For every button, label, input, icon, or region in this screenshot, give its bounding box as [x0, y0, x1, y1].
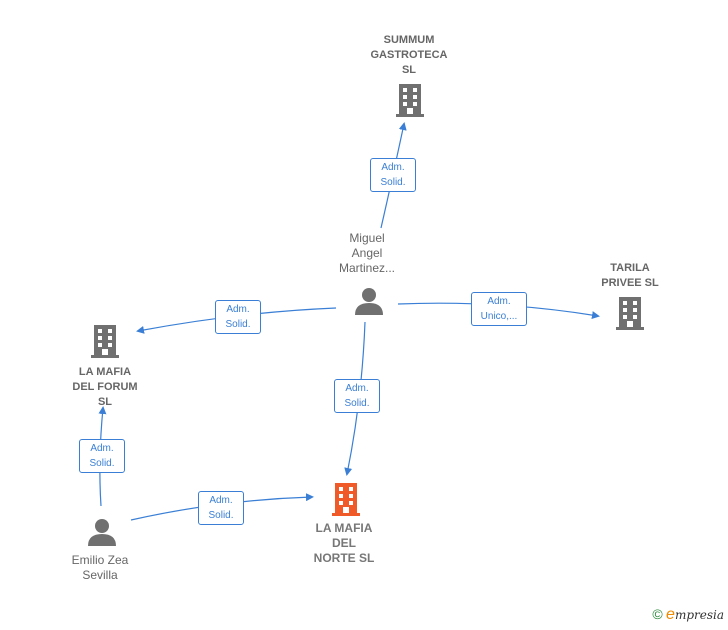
edge-label-miguel-summum[interactable]: Adm. Solid.	[370, 158, 416, 192]
company-label-tarila[interactable]: TARILA PRIVEE SL	[601, 262, 659, 289]
copyright-symbol: ©	[652, 606, 663, 622]
person-icon[interactable]	[88, 519, 116, 546]
building-icon[interactable]	[91, 325, 119, 358]
person-icon[interactable]	[355, 288, 383, 315]
building-icon[interactable]	[616, 297, 644, 330]
edge-label-emilio-norte[interactable]: Adm. Solid.	[198, 491, 244, 525]
company-label-summum[interactable]: SUMMUM GASTROTECA SL	[370, 34, 448, 76]
edge-label-miguel-norte[interactable]: Adm. Solid.	[334, 379, 380, 413]
brand-logo-initial: e	[666, 606, 675, 623]
building-icon-main[interactable]	[332, 483, 360, 516]
company-label-forum[interactable]: LA MAFIA DEL FORUM SL	[72, 366, 138, 408]
building-icon[interactable]	[396, 84, 424, 117]
footer-brand: © empresia	[652, 606, 724, 624]
brand-logo-text: mpresia	[674, 608, 724, 622]
person-label-emilio[interactable]: Emilio Zea Sevilla	[71, 553, 129, 582]
edge-label-miguel-tarila[interactable]: Adm. Unico,...	[471, 292, 527, 326]
edge-label-emilio-forum[interactable]: Adm. Solid.	[79, 439, 125, 473]
edge-label-miguel-forum[interactable]: Adm. Solid.	[215, 300, 261, 334]
person-label-miguel[interactable]: Miguel Angel Martinez...	[338, 231, 395, 275]
company-label-norte[interactable]: LA MAFIA DEL NORTE SL	[313, 521, 375, 565]
